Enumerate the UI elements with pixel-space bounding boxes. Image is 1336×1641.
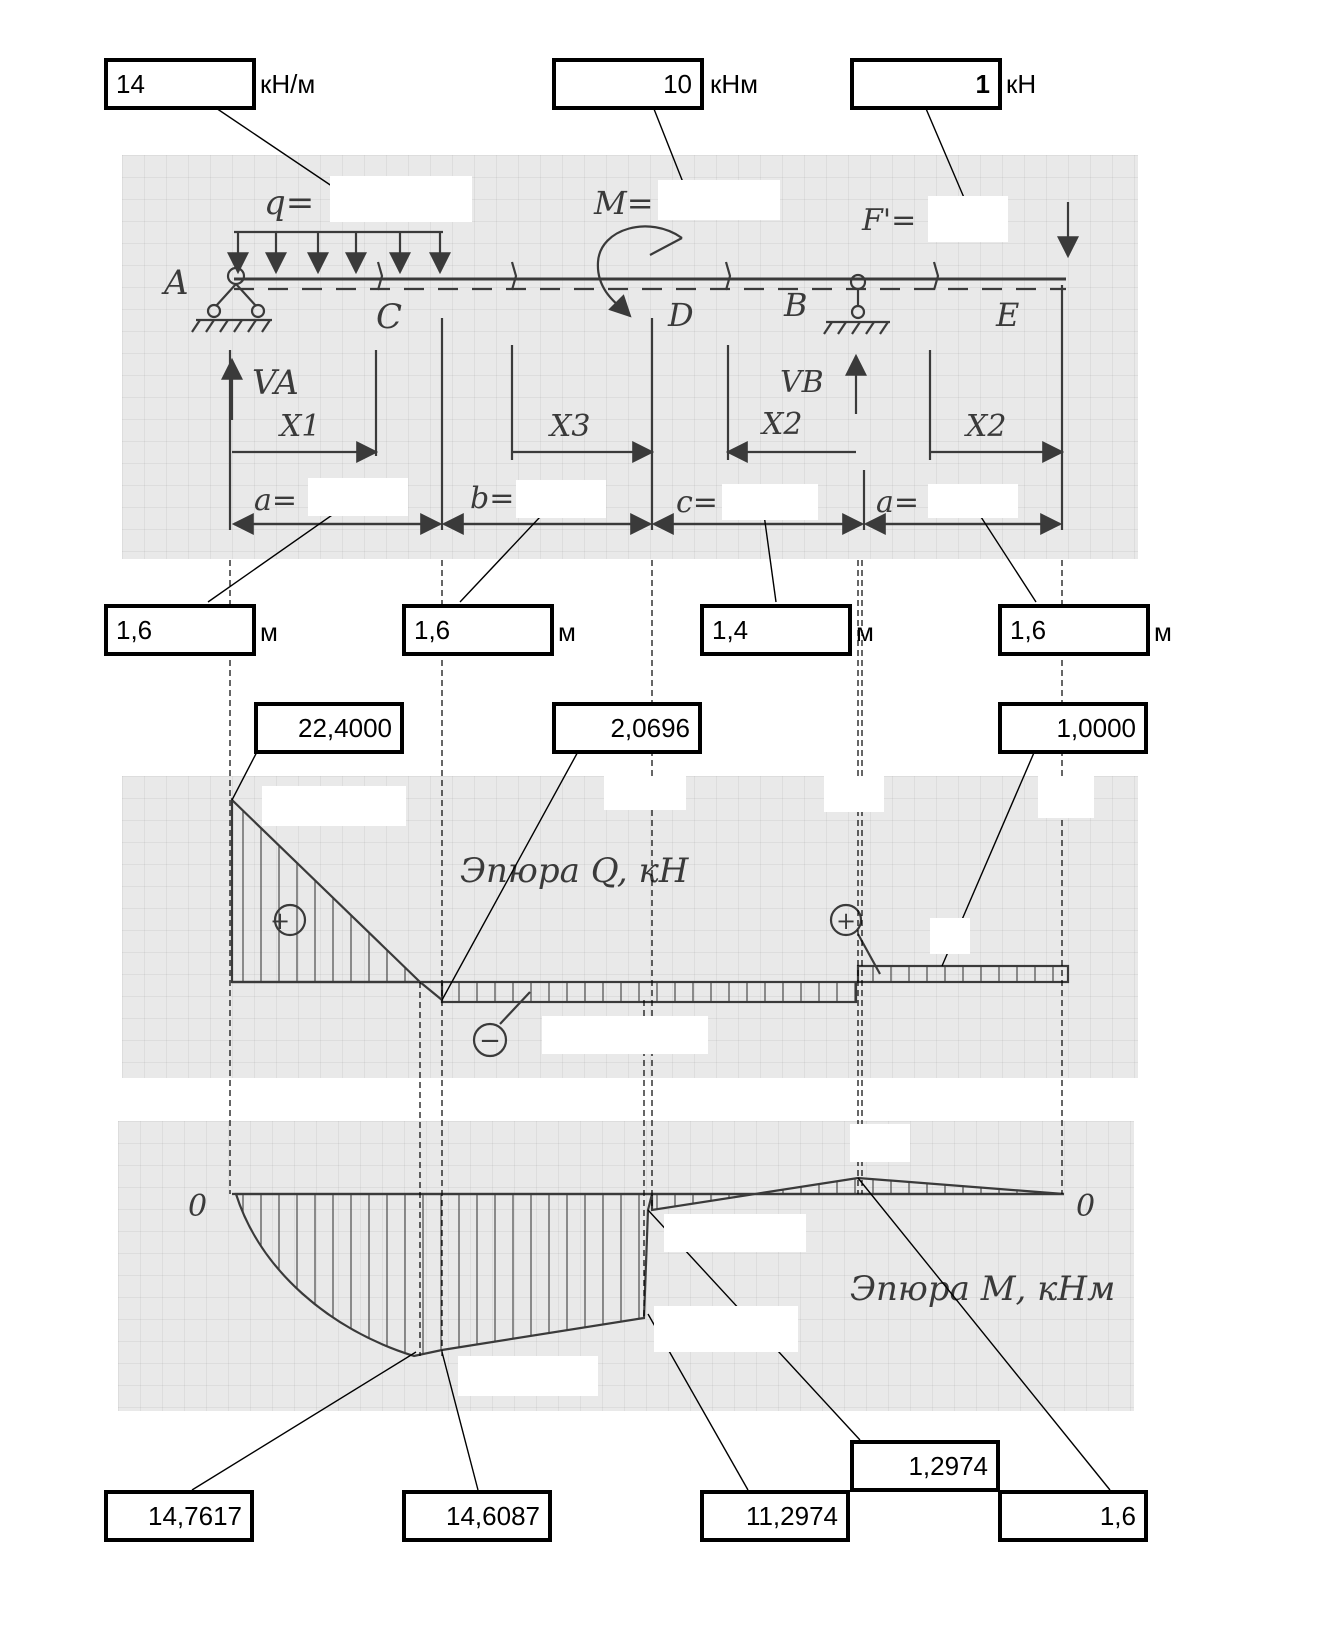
moment-zero-left: 0: [188, 1189, 207, 1224]
moment-3-value: 11,2974: [745, 1501, 838, 1531]
mask-m-c: [458, 1356, 598, 1396]
q-unit: кН/м: [260, 69, 316, 99]
moment-2-value: 14,6087: [446, 1501, 540, 1531]
f-label: F'=: [861, 203, 916, 238]
m-value-box[interactable]: 10: [552, 58, 704, 110]
length-c-value: 1,4: [712, 615, 749, 645]
length-c-box[interactable]: 1,4: [700, 604, 852, 656]
length-a2-unit: м: [1154, 617, 1172, 647]
coord-x3-label: X3: [548, 409, 590, 444]
shear-positive-triangle: [230, 797, 423, 984]
moment-arc: [596, 225, 683, 318]
segment-c-label: c=: [676, 485, 718, 520]
moment-2-box[interactable]: 14,6087: [402, 1490, 552, 1542]
mask-m-d: [664, 1214, 806, 1252]
mask-q-right: [824, 776, 884, 812]
mask-q-neg: [542, 1016, 708, 1054]
f-value: 1: [975, 69, 990, 99]
moment-5-value: 1,6: [1099, 1501, 1136, 1531]
mask-f-value: [928, 196, 1008, 242]
mask-c-value: [722, 484, 818, 520]
moment-1-box[interactable]: 14,7617: [104, 1490, 254, 1542]
point-c-label: C: [376, 297, 402, 337]
shear-c-box[interactable]: 2,0696: [552, 702, 702, 754]
pin-support-a: [191, 266, 272, 333]
segment-a2-label: a=: [876, 485, 919, 520]
point-e-label: E: [995, 296, 1019, 334]
shear-diagram: [230, 797, 1070, 1058]
length-b-unit: м: [558, 617, 576, 647]
length-a2-box[interactable]: 1,6: [998, 604, 1150, 656]
moment-diagram-title: Эпюра M, кНм: [850, 1269, 1115, 1309]
shear-negative-rect: [440, 980, 858, 1004]
minus-sign-icon: [472, 1022, 508, 1058]
moment-5-box[interactable]: 1,6: [998, 1490, 1148, 1542]
shear-minus-label: −: [479, 1026, 501, 1056]
mask-q-top: [262, 786, 406, 826]
length-c-unit: м: [856, 617, 874, 647]
mask-m-d2: [654, 1306, 798, 1352]
m-label: M=: [593, 184, 654, 222]
shear-b-value: 1,0000: [1056, 713, 1136, 743]
m-unit: кНм: [710, 69, 759, 99]
shear-a-value: 22,4000: [298, 713, 392, 743]
point-a-label: A: [161, 263, 189, 303]
mask-q-mid: [604, 776, 686, 810]
mask-m-value: [658, 180, 780, 220]
moment-curve-negative: [234, 1192, 654, 1358]
m-value: 10: [663, 69, 692, 99]
moment-4-value: 1,2974: [908, 1451, 988, 1481]
coord-x2-label: X2: [760, 407, 802, 442]
coord-x1-label: X1: [278, 409, 320, 444]
shear-positive-rect: [856, 964, 1070, 984]
moment-4-box[interactable]: 1,2974: [850, 1440, 1000, 1492]
point-b-label: B: [783, 286, 808, 324]
plus-sign-b-icon: [829, 903, 863, 937]
shear-c-value: 2,0696: [610, 713, 690, 743]
mask-q-value: [330, 176, 472, 222]
mask-b-value: [516, 480, 606, 518]
shear-a-box[interactable]: 22,4000: [254, 702, 404, 754]
moment-1-value: 14,7617: [148, 1501, 242, 1531]
shear-diagram-title: Эпюра Q, кН: [460, 851, 690, 891]
reaction-va-label: VA: [252, 363, 299, 403]
f-unit: кН: [1006, 69, 1037, 99]
shear-plus-b-label: +: [836, 907, 856, 935]
mask-q-b: [930, 918, 970, 954]
length-a-box[interactable]: 1,6: [104, 604, 256, 656]
shear-plus-label: +: [270, 907, 290, 935]
f-value-box[interactable]: 1: [850, 58, 1002, 110]
length-a-value: 1,6: [116, 615, 153, 645]
length-b-value: 1,6: [414, 615, 451, 645]
beam-scheme: [191, 202, 1079, 535]
shear-b-box[interactable]: 1,0000: [998, 702, 1148, 754]
mask-a2-value: [928, 484, 1018, 518]
distributed-load-arrows: [227, 232, 451, 275]
segment-a-label: a=: [254, 483, 297, 518]
q-value-box[interactable]: 14: [104, 58, 256, 110]
coord-x2b-label: X2: [964, 409, 1006, 444]
reaction-vb-label: VB: [780, 365, 824, 400]
mask-a-value: [308, 478, 408, 516]
segment-b-label: b=: [470, 481, 514, 516]
plus-sign-icon: [273, 903, 307, 937]
moment-3-box[interactable]: 11,2974: [700, 1490, 850, 1542]
point-d-label: D: [667, 296, 694, 334]
roller-support-b: [823, 273, 890, 335]
moment-diagram: [232, 1176, 1065, 1358]
moment-zero-right: 0: [1076, 1189, 1095, 1224]
q-value: 14: [116, 69, 145, 99]
mask-m-top: [850, 1124, 910, 1162]
length-b-box[interactable]: 1,6: [402, 604, 554, 656]
length-a2-value: 1,6: [1010, 615, 1047, 645]
mask-q-right2: [1038, 776, 1094, 818]
q-label: q=: [264, 183, 314, 223]
length-a-unit: м: [260, 617, 278, 647]
